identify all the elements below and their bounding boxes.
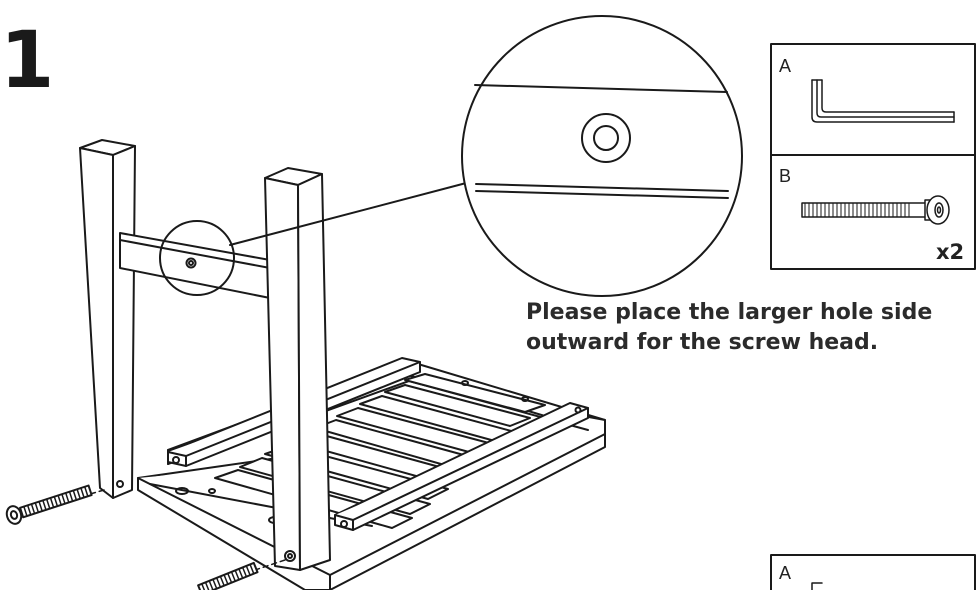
part-b-letter: B — [779, 166, 792, 186]
instruction-note: Please place the larger hole side outwar… — [526, 298, 976, 358]
bolt-icon — [801, 195, 950, 225]
bolt-left-installing — [5, 484, 105, 525]
instruction-line-2: outward for the screw head. — [526, 330, 879, 355]
leg-left — [79, 139, 136, 499]
side-rail-right — [334, 402, 589, 531]
part-b-quantity: x2 — [936, 240, 965, 264]
step-number: 1 — [0, 16, 54, 106]
bolt-right-installing — [197, 559, 286, 590]
parts-box — [770, 43, 976, 270]
hex-key-icon — [811, 79, 955, 123]
detail-callout-small — [159, 220, 235, 296]
next-parts-box — [770, 554, 976, 590]
next-part-a-letter: A — [779, 563, 792, 583]
cross-brace — [119, 232, 271, 299]
leg-right — [264, 167, 331, 571]
instruction-line-1: Please place the larger hole side — [526, 300, 933, 325]
part-a-letter: A — [779, 56, 792, 76]
magnified-detail — [461, 15, 743, 297]
